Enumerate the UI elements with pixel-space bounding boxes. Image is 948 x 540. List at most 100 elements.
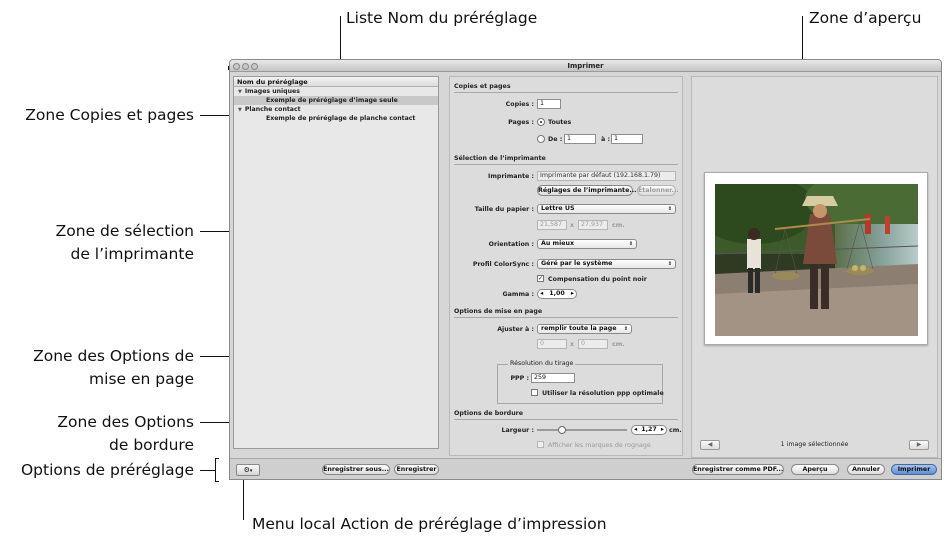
window-title: Imprimer bbox=[567, 62, 604, 70]
callout-action-menu: Menu local Action de préréglage d’impres… bbox=[252, 515, 607, 533]
copies-label: Copies : bbox=[505, 101, 534, 108]
dpi-input[interactable]: 259 bbox=[531, 373, 575, 383]
callout-preset-list: Liste Nom du préréglage bbox=[346, 9, 538, 27]
preset-item-single-image[interactable]: Exemple de préréglage d’image seule bbox=[234, 96, 438, 105]
times-label: x bbox=[570, 341, 575, 348]
previous-image-button[interactable]: ◀ bbox=[700, 440, 720, 450]
border-width-label: Largeur : bbox=[501, 427, 534, 434]
pages-from-input[interactable]: 1 bbox=[564, 134, 596, 144]
black-point-label: Compensation du point noir bbox=[548, 276, 647, 283]
pages-to-input[interactable]: 1 bbox=[611, 134, 643, 144]
printer-settings-button[interactable]: Réglages de l’imprimante... bbox=[537, 185, 637, 196]
leader-tick bbox=[228, 66, 229, 70]
black-point-checkbox[interactable]: ✓ bbox=[537, 275, 544, 282]
orientation-popup[interactable]: Au mieux⇕ bbox=[537, 239, 637, 249]
callout-preview-area: Zone d’aperçu bbox=[809, 9, 922, 27]
popup-arrows-icon: ⇕ bbox=[667, 261, 672, 267]
popup-arrows-icon: ⇕ bbox=[667, 206, 672, 212]
title-bar: Imprimer bbox=[230, 60, 941, 72]
fit-width-field: 0 bbox=[537, 339, 567, 349]
section-divider bbox=[454, 317, 678, 318]
disclosure-triangle-icon[interactable]: ▼ bbox=[238, 107, 242, 113]
unit-label: cm. bbox=[612, 222, 625, 229]
save-as-pdf-button[interactable]: Enregistrer comme PDF... bbox=[692, 464, 784, 475]
popup-arrows-icon: ⇕ bbox=[628, 241, 633, 247]
minimize-window-icon[interactable] bbox=[242, 63, 249, 70]
optimal-dpi-label: Utiliser la résolution ppp optimale bbox=[542, 390, 664, 397]
orientation-label: Orientation : bbox=[488, 241, 534, 248]
leader-bracket bbox=[215, 458, 216, 482]
preset-item-contact-sheet[interactable]: Exemple de préréglage de planche contact bbox=[266, 115, 416, 122]
callout-printer-selection: Zone de sélection bbox=[55, 222, 194, 240]
gamma-stepper[interactable]: ◂ 1,00 ▸ bbox=[537, 289, 577, 299]
pages-from-label: De : bbox=[548, 136, 563, 143]
paper-size-popup[interactable]: Lettre US⇕ bbox=[537, 204, 676, 214]
border-width-slider[interactable] bbox=[537, 424, 627, 436]
optimal-dpi-checkbox[interactable] bbox=[531, 389, 538, 396]
decrement-icon[interactable]: ◂ bbox=[634, 426, 638, 433]
pages-label: Pages : bbox=[508, 119, 534, 126]
pages-range-radio[interactable] bbox=[537, 135, 545, 143]
next-image-button[interactable]: ▶ bbox=[909, 440, 929, 450]
increment-icon[interactable]: ▸ bbox=[570, 290, 574, 297]
increment-icon[interactable]: ▸ bbox=[660, 426, 664, 433]
pages-all-radio[interactable] bbox=[537, 118, 545, 126]
gamma-label: Gamma : bbox=[502, 291, 535, 298]
leader-line bbox=[340, 16, 341, 68]
callout-printer-selection-2: de l’imprimante bbox=[70, 245, 195, 263]
paper-height-field: 27,937 bbox=[578, 220, 608, 230]
zoom-window-icon[interactable] bbox=[251, 63, 258, 70]
save-as-button[interactable]: Enregistrer sous... bbox=[322, 464, 390, 475]
preview-photo bbox=[715, 184, 918, 336]
preview-button[interactable]: Aperçu bbox=[791, 464, 839, 475]
print-button[interactable]: Imprimer bbox=[891, 464, 937, 475]
preset-group-contact[interactable]: ▼Planche contact bbox=[238, 106, 301, 113]
copies-section-title: Copies et pages bbox=[454, 83, 511, 90]
colorsync-popup[interactable]: Géré par le système⇕ bbox=[537, 259, 676, 269]
slider-track bbox=[537, 429, 627, 431]
paper-width-field: 21,587 bbox=[537, 220, 567, 230]
preview-area: ◀ 1 image sélectionnée ▶ bbox=[691, 76, 938, 458]
copies-input[interactable]: 1 bbox=[537, 99, 561, 109]
settings-panel: Copies et pages Copies : 1 Pages : Toute… bbox=[449, 76, 683, 456]
cancel-button[interactable]: Annuler bbox=[847, 464, 885, 475]
arrow-right-icon: ▶ bbox=[916, 441, 922, 448]
pages-all-label: Toutes bbox=[548, 119, 572, 126]
preset-group-single[interactable]: ▼Images uniques bbox=[238, 88, 300, 95]
close-window-icon[interactable] bbox=[233, 63, 240, 70]
preset-action-menu-button[interactable]: ⚙▾ bbox=[236, 464, 260, 476]
callout-layout-options-2: mise en page bbox=[89, 370, 194, 388]
dpi-label: PPP : bbox=[510, 375, 529, 382]
decrement-icon[interactable]: ◂ bbox=[540, 290, 544, 297]
unit-label: cm. bbox=[612, 341, 625, 348]
chevron-down-icon: ▾ bbox=[249, 468, 253, 474]
colorsync-label: Profil ColorSync : bbox=[472, 261, 534, 268]
callout-layout-options: Zone des Options de bbox=[33, 347, 194, 365]
printer-section-title: Sélection de l’imprimante bbox=[454, 155, 546, 162]
disclosure-triangle-icon[interactable]: ▼ bbox=[238, 89, 242, 95]
calibrate-button[interactable]: Étalonner... bbox=[637, 185, 679, 196]
save-button[interactable]: Enregistrer bbox=[394, 464, 439, 475]
times-label: x bbox=[570, 222, 575, 229]
slider-knob[interactable] bbox=[558, 426, 566, 434]
preset-list-header[interactable]: Nom du préréglage bbox=[234, 77, 438, 87]
fit-popup[interactable]: remplir toute la page⇕ bbox=[537, 324, 632, 334]
border-unit-label: cm. bbox=[669, 427, 682, 434]
resolution-group bbox=[497, 364, 663, 404]
fit-label: Ajuster à : bbox=[497, 326, 534, 333]
border-width-stepper[interactable]: ◂ 1,27 ▸ bbox=[631, 425, 667, 435]
bottom-bar: ⚙▾ Enregistrer sous... Enregistrer Enreg… bbox=[230, 458, 941, 479]
crop-marks-checkbox[interactable] bbox=[537, 441, 544, 448]
layout-section-title: Options de mise en page bbox=[454, 308, 543, 315]
paper-size-label: Taille du papier : bbox=[474, 206, 534, 213]
section-divider bbox=[454, 164, 678, 165]
callout-border-options: Zone des Options bbox=[57, 413, 194, 431]
printer-name-field: Imprimante par défaut (192.168.1.79) bbox=[537, 171, 676, 181]
pages-to-label: à : bbox=[601, 136, 610, 143]
fit-height-field: 0 bbox=[578, 339, 608, 349]
resolution-group-title: Résolution du tirage bbox=[508, 360, 576, 367]
leader-line bbox=[243, 480, 244, 520]
arrow-left-icon: ◀ bbox=[707, 441, 713, 448]
preview-page bbox=[704, 172, 928, 345]
photo-image bbox=[715, 184, 918, 336]
